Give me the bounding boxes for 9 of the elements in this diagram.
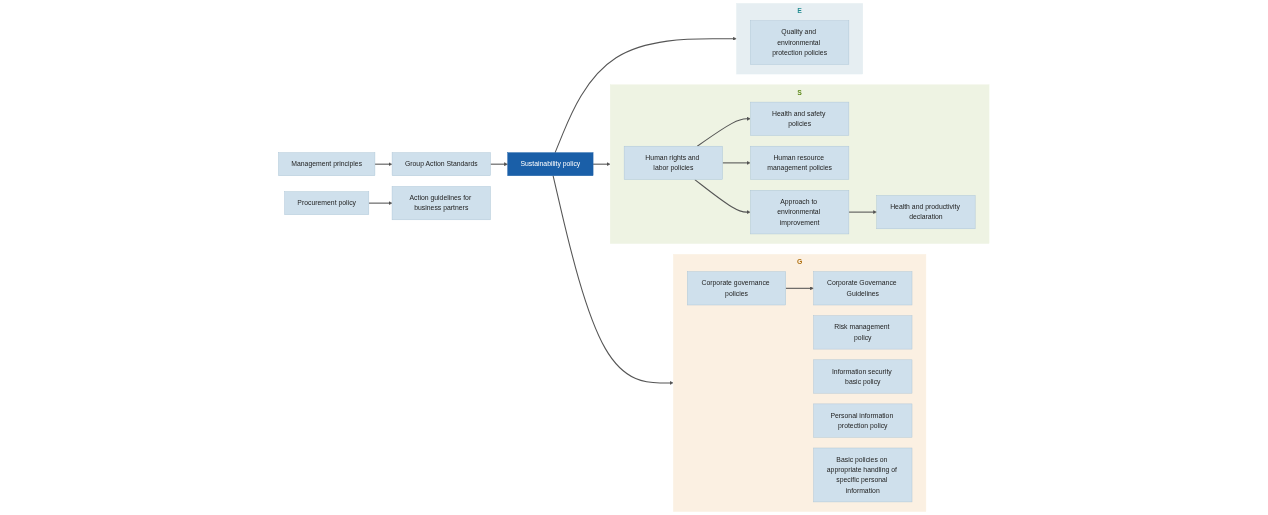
arrow [697,116,751,147]
arrow [592,162,611,167]
arrow [722,161,751,165]
arrow [552,175,674,385]
arrow [848,210,878,214]
arrow [785,286,814,291]
arrow [368,201,393,205]
arrow [554,36,737,154]
arrow [694,179,751,214]
